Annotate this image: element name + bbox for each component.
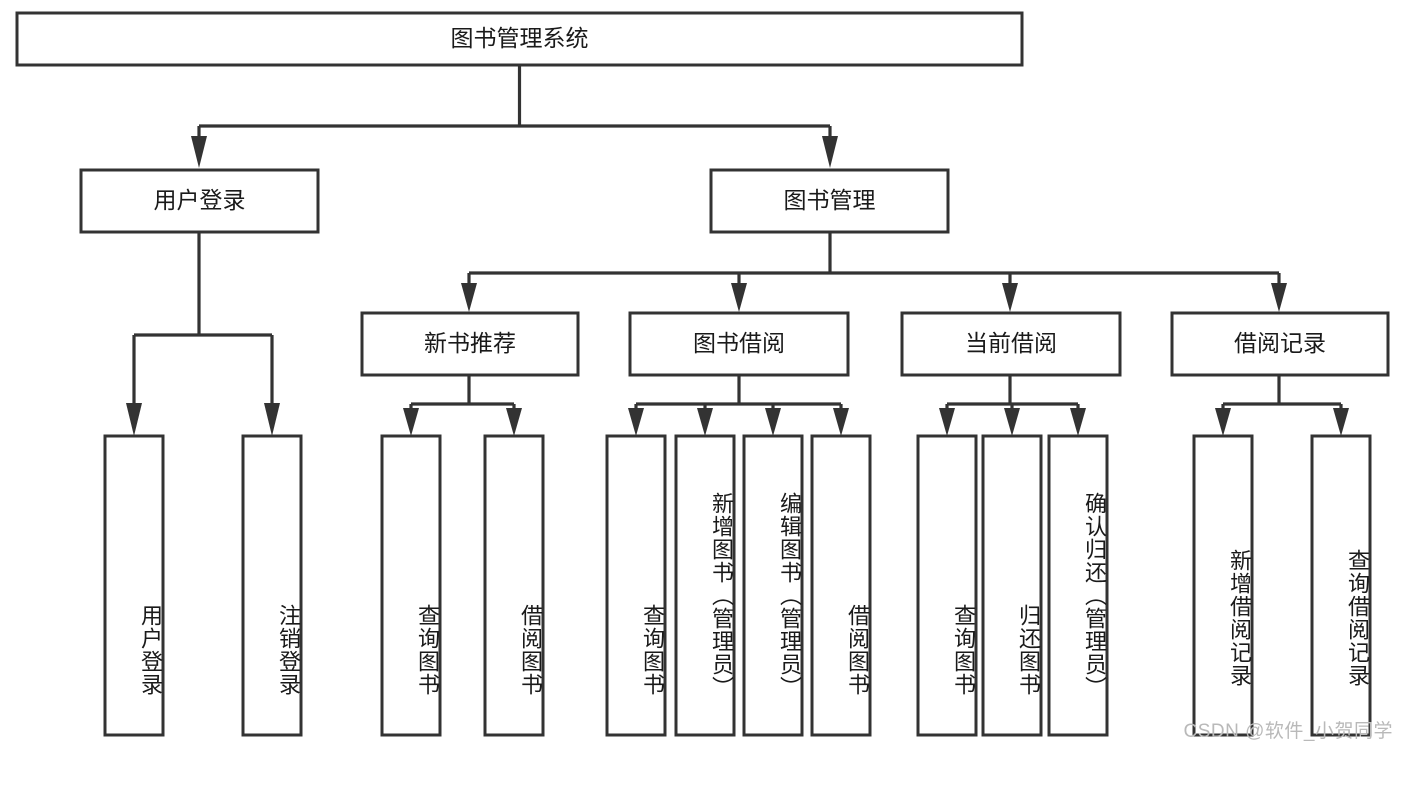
node-user-login-label: 用户登录 (154, 187, 246, 213)
arrow-head-leaf-return-book (1004, 408, 1020, 436)
node-leaf-confirm-return-box[interactable] (1047, 434, 1109, 737)
node-leaf-return-book-box[interactable] (981, 434, 1043, 737)
node-book-borrow-box[interactable] (628, 311, 850, 377)
node-current-borrow[interactable]: 当前借阅 (900, 311, 1122, 377)
arrow-head-current-borrow (1002, 283, 1018, 312)
arrow-head-new-book-recommend (461, 283, 477, 312)
arrow-head-leaf-edit-book (765, 408, 781, 436)
arrow-head-leaf-query-book-3 (939, 408, 955, 436)
arrow-head-leaf-borrow-book-2 (833, 408, 849, 436)
node-root-box[interactable] (15, 11, 1024, 67)
node-leaf-edit-book-box[interactable] (742, 434, 804, 737)
node-leaf-query-book-3-box[interactable] (916, 434, 978, 737)
arrow-head-leaf-query-book-1 (403, 408, 419, 436)
arrow-head-leaf-user-login (126, 403, 142, 436)
node-root-label: 图书管理系统 (451, 25, 589, 51)
node-leaf-add-book-box[interactable] (674, 434, 736, 737)
node-book-borrow[interactable]: 图书借阅 (628, 311, 850, 377)
node-leaf-add-record-box[interactable] (1192, 434, 1254, 737)
node-leaf-logout-box[interactable] (241, 434, 303, 737)
node-user-login-box[interactable] (79, 168, 320, 234)
leaf-box-layer (103, 434, 1372, 737)
node-root[interactable]: 图书管理系统 (15, 11, 1024, 67)
node-new-book-recommend-label: 新书推荐 (424, 330, 516, 356)
node-leaf-user-login-box[interactable] (103, 434, 165, 737)
arrow-head-leaf-logout (264, 403, 280, 436)
node-new-book-recommend[interactable]: 新书推荐 (360, 311, 580, 377)
node-borrow-record-label: 借阅记录 (1234, 330, 1326, 356)
arrow-head-borrow-record (1271, 283, 1287, 312)
node-borrow-record[interactable]: 借阅记录 (1170, 311, 1390, 377)
arrow-head-user-login (191, 136, 207, 168)
connector-layer (126, 65, 1349, 436)
node-new-book-recommend-box[interactable] (360, 311, 580, 377)
arrow-head-leaf-add-record (1215, 408, 1231, 436)
node-book-borrow-label: 图书借阅 (693, 330, 785, 356)
arrow-head-book-manage (822, 136, 838, 168)
arrow-head-leaf-confirm-return (1070, 408, 1086, 436)
arrow-head-book-borrow (731, 283, 747, 312)
arrow-head-leaf-query-record (1333, 408, 1349, 436)
node-leaf-query-book-1-box[interactable] (380, 434, 442, 737)
arrow-head-leaf-query-book-2 (628, 408, 644, 436)
node-leaf-borrow-book-1-box[interactable] (483, 434, 545, 737)
node-book-manage-box[interactable] (709, 168, 950, 234)
node-book-manage[interactable]: 图书管理 (709, 168, 950, 234)
diagram-canvas: 图书管理系统 用户登录 图书管理 新书推荐 图书借阅 当前借阅 借阅记录 (15, 11, 1393, 742)
node-leaf-borrow-book-2-box[interactable] (810, 434, 872, 737)
hierarchy-flowchart: 图书管理系统 用户登录 图书管理 新书推荐 图书借阅 当前借阅 借阅记录 (15, 11, 1390, 737)
arrow-head-leaf-borrow-book-1 (506, 408, 522, 436)
node-borrow-record-box[interactable] (1170, 311, 1390, 377)
node-current-borrow-box[interactable] (900, 311, 1122, 377)
node-user-login[interactable]: 用户登录 (79, 168, 320, 234)
node-book-manage-label: 图书管理 (784, 187, 876, 213)
node-current-borrow-label: 当前借阅 (965, 330, 1057, 356)
node-leaf-query-book-2-box[interactable] (605, 434, 667, 737)
arrow-head-leaf-add-book (697, 408, 713, 436)
csdn-watermark: CSDN @软件_小贺同学 (1183, 721, 1393, 742)
node-leaf-query-record-box[interactable] (1310, 434, 1372, 737)
